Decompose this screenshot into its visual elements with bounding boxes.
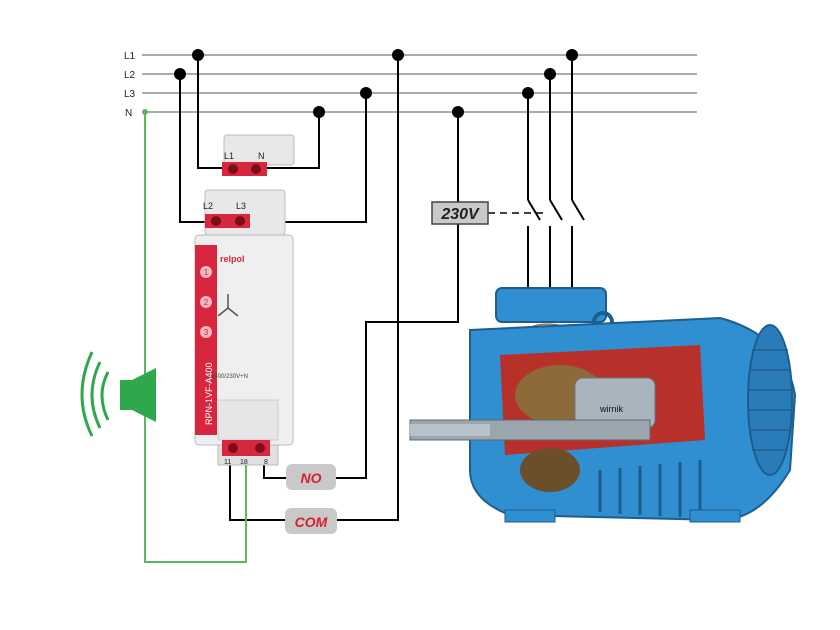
terminal-18-label: 18: [240, 459, 248, 466]
tag-com: COM: [285, 508, 337, 534]
led-2: 2: [204, 298, 209, 307]
wire-l2-to-relay: [179, 74, 212, 223]
terminal-n-label: N: [258, 151, 265, 161]
terminal-l2-label: L2: [203, 201, 213, 211]
three-phase-star-icon: [217, 294, 239, 317]
terminal-8-label: 8: [264, 459, 268, 466]
signal-wiring: [144, 112, 247, 563]
svg-text:230V: 230V: [440, 206, 480, 223]
label-l1: L1: [124, 51, 136, 62]
relay-module: L1 N L2 L3 relpol 1 2 3 3x400/230V+N RPN…: [194, 134, 295, 466]
motor-cutaway: wirnik: [409, 287, 797, 523]
terminal-11-label: 11: [224, 459, 231, 466]
relay-model: RPN-1VF-A400: [204, 362, 214, 425]
led-1: 1: [204, 268, 209, 277]
wire-no: [263, 112, 459, 479]
horn-icon: [80, 351, 156, 437]
junction-dots: [174, 49, 578, 118]
wire-l1-to-relay: [197, 55, 232, 169]
relay-brand: relpol: [220, 254, 245, 264]
contactor: [488, 55, 585, 300]
rotor-label: wirnik: [599, 404, 624, 414]
terminal-l1-label: L1: [224, 151, 234, 161]
label-l2: L2: [124, 70, 136, 81]
supply-lines: [142, 54, 697, 113]
coil-voltage-tag: 230V: [431, 201, 489, 225]
wire-n-to-relay: [262, 112, 320, 169]
svg-text:COM: COM: [295, 514, 328, 530]
svg-text:NO: NO: [301, 470, 322, 486]
tag-no: NO: [286, 464, 336, 490]
led-3: 3: [204, 328, 209, 337]
label-l3: L3: [124, 89, 136, 100]
terminal-l3-label: L3: [236, 201, 246, 211]
relay-rating: 3x400/230V+N: [208, 374, 248, 380]
label-n: N: [125, 108, 132, 119]
